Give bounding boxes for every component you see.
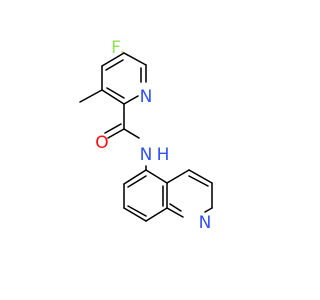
bond <box>169 203 182 212</box>
bond <box>127 175 147 188</box>
bond <box>166 169 190 184</box>
methyl-bond <box>79 89 103 103</box>
quinoline-rings <box>123 169 213 222</box>
amide-hydrogen-label: H <box>157 145 170 165</box>
bond <box>123 207 147 222</box>
bond <box>107 128 125 139</box>
fluorine-label: F <box>111 38 121 58</box>
pyridine-ring <box>101 51 147 105</box>
bond <box>188 175 209 187</box>
quinoline-nitrogen-label: N <box>199 213 212 233</box>
pyridine-nitrogen-label: N <box>140 87 153 107</box>
bond <box>123 95 139 105</box>
bond <box>204 207 213 213</box>
bond <box>166 207 184 218</box>
amide-group <box>104 103 147 171</box>
bond <box>101 89 125 105</box>
bond <box>104 123 122 134</box>
bond <box>105 59 124 71</box>
bond <box>145 169 168 184</box>
amide-nitrogen-label: N <box>140 145 153 165</box>
bond <box>123 52 147 66</box>
carbonyl-oxygen-label: O <box>95 133 108 153</box>
bond <box>188 169 213 184</box>
bond <box>101 52 125 67</box>
molecule-canvas: F N O N H N <box>79 38 213 233</box>
bond <box>127 205 147 217</box>
molecule-structure: F N O N H N <box>79 38 213 233</box>
bond <box>145 207 168 222</box>
bond <box>123 169 147 185</box>
bond <box>123 128 140 139</box>
bond <box>106 87 125 99</box>
